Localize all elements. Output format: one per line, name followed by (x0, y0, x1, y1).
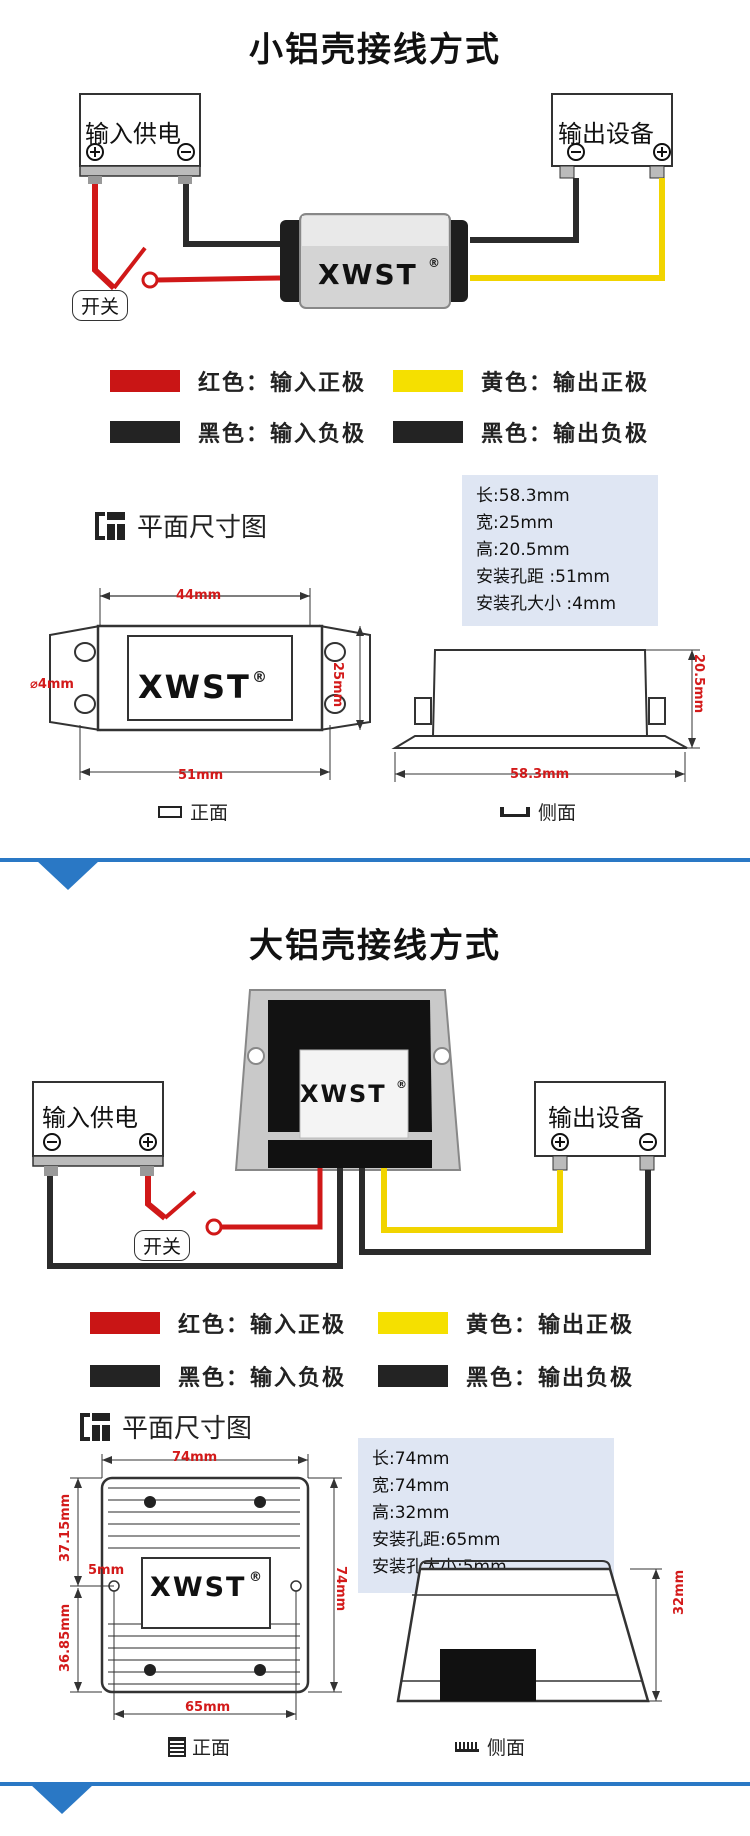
yellow-swatch (378, 1312, 448, 1334)
legend-item: 红色：输入正极 (110, 365, 366, 397)
minus-circle-icon (639, 1133, 657, 1151)
input-box-2 (32, 1081, 164, 1157)
front-caption-2: 正面 (168, 1733, 230, 1760)
section1-wiring-diagram (79, 93, 673, 309)
black-wire-in-1 (183, 184, 282, 247)
minus-circle-icon (177, 143, 195, 161)
plus-circle-icon (551, 1133, 569, 1151)
legend-item: 黄色：输出正极 (393, 365, 649, 397)
minus-circle-icon (567, 143, 585, 161)
registered-icon: ® (252, 668, 267, 686)
black-swatch (110, 421, 180, 443)
red-wire-1 (92, 184, 117, 291)
black-wire-out-2 (359, 1168, 651, 1255)
brand-front-small: XWST (138, 668, 251, 706)
registered-icon: ® (396, 1078, 407, 1091)
legend-item: 黑色：输出负极 (378, 1360, 634, 1392)
red-swatch (90, 1312, 160, 1334)
plus-circle-icon (86, 143, 104, 161)
dim-bottom-width-1: 51mm (178, 768, 224, 783)
red-wire-2 (145, 1176, 167, 1221)
black-wire-out-1 (470, 178, 579, 243)
plus-circle-icon (653, 143, 671, 161)
plan-layout-icon (80, 1412, 110, 1441)
input-label-2: 输入供电 (42, 1104, 138, 1132)
divider-notch (30, 1784, 94, 1814)
front-view-small (49, 588, 371, 780)
plan-title-2: 平面尺寸图 (80, 1408, 252, 1445)
yellow-wire-1 (470, 178, 665, 281)
switch-label-2: 开关 (134, 1230, 191, 1261)
legend-item: 黑色：输入负极 (90, 1360, 346, 1392)
divider-notch (36, 860, 100, 890)
brand-small: XWST (318, 258, 418, 291)
dim-top-width-2: 74mm (172, 1450, 218, 1465)
section2-title: 大铝壳接线方式 (249, 926, 501, 966)
legend-item: 黄色：输出正极 (378, 1307, 634, 1339)
plus-circle-icon (139, 1133, 157, 1151)
spec-box-2: 长:74mm 宽:74mm 高:32mm 安装孔距:65mm 安装孔大小:5mm (358, 1438, 614, 1593)
dim-hole-2: 5mm (88, 1563, 125, 1578)
brand-large: XWST (300, 1080, 387, 1108)
dim-side-height-1: 20.5mm (691, 654, 706, 714)
output-box-2 (534, 1081, 666, 1157)
legend-item: 黑色：输出负极 (393, 416, 649, 448)
registered-icon: ® (249, 1570, 262, 1585)
brand-front-large: XWST (150, 1572, 247, 1603)
output-label-2: 输出设备 (548, 1104, 644, 1132)
side-view-icon (455, 1741, 479, 1752)
section-divider (0, 1782, 750, 1786)
dim-bottom-width-2: 65mm (185, 1700, 231, 1715)
legend-item: 黑色：输入负极 (110, 416, 366, 448)
black-swatch (393, 421, 463, 443)
front-view-icon (168, 1736, 186, 1757)
switch-label-1: 开关 (72, 290, 129, 321)
side-caption-1: 侧面 (500, 798, 576, 825)
legend-item: 红色：输入正极 (90, 1307, 346, 1339)
output-box-1 (551, 93, 673, 167)
front-view-icon (158, 805, 182, 818)
black-swatch (378, 1365, 448, 1387)
registered-icon: ® (428, 256, 440, 270)
black-swatch (90, 1365, 160, 1387)
yellow-wire-2 (381, 1168, 563, 1233)
front-caption-1: 正面 (158, 798, 228, 825)
yellow-swatch (393, 370, 463, 392)
black-wire-in-2 (47, 1168, 343, 1269)
plan-layout-icon (95, 511, 125, 540)
input-box-1 (79, 93, 201, 167)
dim-upper-height-2: 37.15mm (58, 1493, 73, 1562)
red-swatch (110, 370, 180, 392)
dim-top-width-1: 44mm (176, 588, 222, 603)
spec-box-1: 长:58.3mm 宽:25mm 高:20.5mm 安装孔距 :51mm 安装孔大… (462, 475, 658, 626)
dim-hole-1: ⌀4mm (30, 677, 74, 692)
plan-title-1: 平面尺寸图 (95, 507, 267, 544)
side-caption-2: 侧面 (455, 1733, 525, 1760)
output-label-1: 输出设备 (558, 120, 654, 148)
section1-title: 小铝壳接线方式 (249, 30, 501, 70)
dim-height-1: 25mm (330, 662, 345, 708)
side-view-large (396, 1560, 662, 1703)
side-view-small (391, 649, 700, 782)
dim-side-height-2: 32mm (672, 1569, 687, 1615)
input-label-1: 输入供电 (85, 120, 181, 148)
front-view-large (70, 1454, 342, 1720)
section-divider (0, 858, 750, 862)
dim-side-length-1: 58.3mm (510, 767, 570, 782)
minus-circle-icon (43, 1133, 61, 1151)
dim-right-height-2: 74mm (333, 1566, 348, 1612)
section2-wiring-diagram (32, 989, 666, 1269)
side-view-icon (500, 806, 530, 817)
dim-lower-height-2: 36.85mm (58, 1603, 73, 1672)
